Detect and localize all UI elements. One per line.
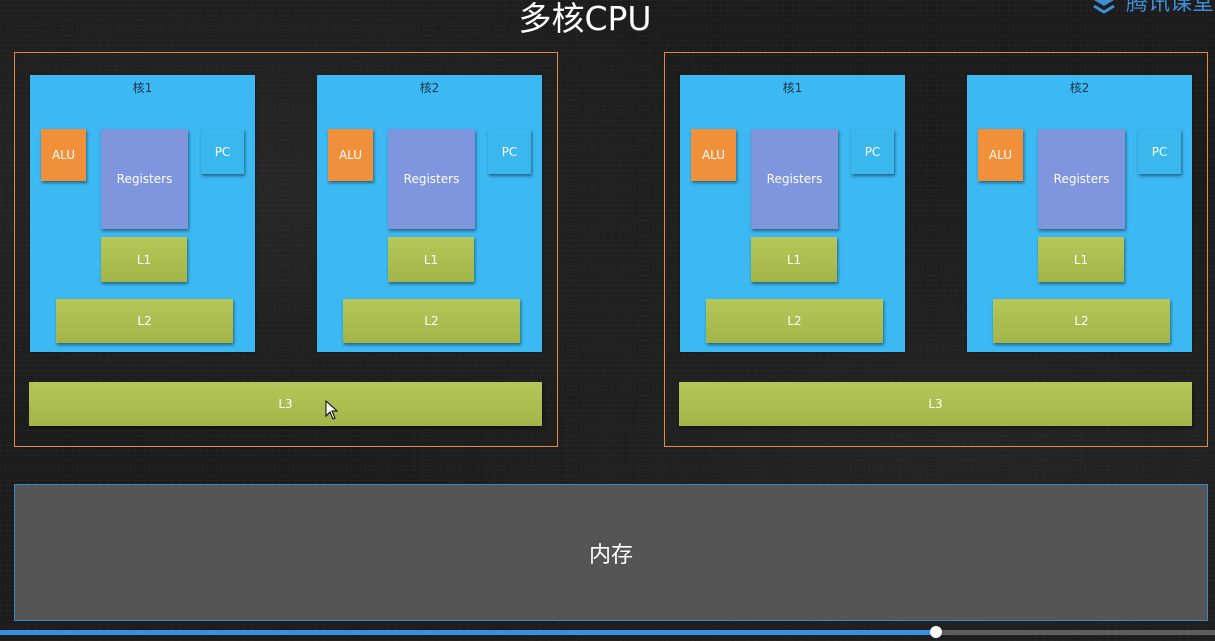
l1-cache: L1 xyxy=(751,237,837,282)
registers-box: Registers xyxy=(1038,129,1125,229)
video-progress-fill xyxy=(0,630,936,635)
mouse-cursor-icon xyxy=(325,400,339,420)
registers-box: Registers xyxy=(101,129,188,229)
cpu-2-core-1: 核1 ALU Registers PC L1 L2 xyxy=(680,75,905,352)
registers-box: Registers xyxy=(751,129,838,229)
registers-box: Registers xyxy=(388,129,475,229)
watermark-text: 腾讯课堂 xyxy=(1126,0,1215,16)
video-progress-handle[interactable] xyxy=(930,626,942,638)
pc-box: PC xyxy=(851,129,894,174)
l1-cache: L1 xyxy=(1038,237,1124,282)
core-label: 核2 xyxy=(1069,81,1090,95)
pc-box: PC xyxy=(1138,129,1181,174)
cpu-1-core-2: 核2 ALU Registers PC L1 L2 xyxy=(317,75,542,352)
cpu-2-l3-cache: L3 xyxy=(679,382,1192,426)
pc-box: PC xyxy=(488,129,531,174)
alu-box: ALU xyxy=(41,129,86,181)
l1-cache: L1 xyxy=(388,237,474,282)
l1-cache: L1 xyxy=(101,237,187,282)
alu-box: ALU xyxy=(691,129,736,181)
alu-box: ALU xyxy=(328,129,373,181)
l2-cache: L2 xyxy=(343,299,520,343)
tencent-classroom-logo-icon xyxy=(1093,0,1115,14)
core-label: 核1 xyxy=(782,81,803,95)
l2-cache: L2 xyxy=(56,299,233,343)
core-label: 核1 xyxy=(132,81,153,95)
cpu-2-core-2: 核2 ALU Registers PC L1 L2 xyxy=(967,75,1192,352)
cpu-1-core-1: 核1 ALU Registers PC L1 L2 xyxy=(30,75,255,352)
page-title: 多核CPU xyxy=(518,0,652,38)
cpu-2-package xyxy=(664,52,1208,447)
cpu-1-l3-cache: L3 xyxy=(29,382,542,426)
l2-cache: L2 xyxy=(993,299,1170,343)
pc-box: PC xyxy=(201,129,244,174)
l2-cache: L2 xyxy=(706,299,883,343)
cpu-1-package xyxy=(14,52,558,447)
alu-box: ALU xyxy=(978,129,1023,181)
main-memory: 内存 xyxy=(14,484,1208,621)
core-label: 核2 xyxy=(419,81,440,95)
watermark: 腾讯课堂 xyxy=(1090,0,1215,16)
